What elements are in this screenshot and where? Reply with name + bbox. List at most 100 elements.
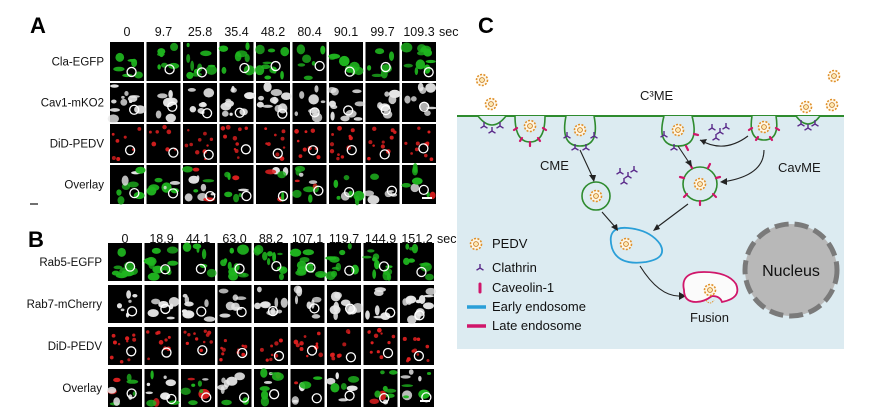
tracking-circle bbox=[382, 347, 394, 359]
micrograph-tile bbox=[400, 327, 434, 365]
micrograph-tile bbox=[144, 327, 179, 365]
micrograph-tile bbox=[289, 243, 327, 281]
micrograph-tile bbox=[402, 124, 436, 163]
tracking-circle bbox=[203, 149, 214, 160]
micrograph-tile bbox=[217, 369, 252, 407]
tracking-circle bbox=[306, 345, 318, 356]
tracking-circle bbox=[386, 185, 398, 196]
time-label: 144.9 bbox=[365, 232, 396, 246]
micrograph-tile bbox=[292, 83, 327, 123]
late-endosome bbox=[682, 271, 739, 304]
tracking-circle bbox=[277, 108, 288, 119]
micrograph-tile bbox=[402, 82, 438, 122]
time-label: 88.2 bbox=[259, 232, 283, 246]
micrograph-tile bbox=[110, 165, 146, 205]
micrograph-tile bbox=[146, 165, 181, 204]
cavme-pit bbox=[747, 115, 781, 142]
tracking-circle bbox=[268, 389, 280, 400]
tracking-circle bbox=[234, 107, 245, 118]
time-label: 0 bbox=[122, 232, 129, 246]
tracking-circle bbox=[413, 350, 425, 362]
micrograph-tile bbox=[254, 368, 288, 407]
micrograph-tile bbox=[108, 243, 142, 281]
micrograph-tile bbox=[290, 369, 325, 407]
legend-label-late-endosome: Late endosome bbox=[492, 318, 582, 333]
tracking-circle bbox=[236, 306, 247, 318]
tracking-circle bbox=[126, 66, 137, 78]
tracking-circle bbox=[418, 101, 430, 112]
micrograph-tile bbox=[107, 369, 142, 407]
row-label: Rab7-mCherry bbox=[27, 299, 103, 311]
cavme-label: CavME bbox=[778, 160, 821, 175]
tracking-circle bbox=[195, 263, 207, 275]
pedv-virion bbox=[825, 98, 839, 112]
tracking-circle bbox=[345, 352, 357, 363]
tracking-circle bbox=[267, 305, 279, 317]
caveolin-pit bbox=[512, 115, 548, 148]
pedv-virion bbox=[799, 100, 813, 114]
time-label: 99.7 bbox=[370, 25, 394, 39]
tracking-circle bbox=[201, 392, 212, 403]
tracking-circle bbox=[201, 108, 213, 119]
micrograph-tile bbox=[400, 243, 434, 281]
micrograph-tile bbox=[143, 243, 179, 281]
tracking-circle bbox=[344, 390, 355, 401]
micrograph-tile bbox=[219, 165, 254, 204]
panel-b-micrographs bbox=[107, 242, 437, 407]
micrograph-tile bbox=[110, 42, 144, 81]
tracking-circle bbox=[124, 145, 136, 156]
micrograph-tile bbox=[144, 369, 180, 407]
pedv-icon bbox=[469, 237, 483, 251]
micrograph-tile bbox=[217, 327, 252, 365]
time-unit-label: sec bbox=[437, 232, 456, 246]
time-label: 119.7 bbox=[329, 232, 359, 246]
fusion-label: Fusion bbox=[690, 310, 729, 325]
micrograph-tile bbox=[327, 327, 361, 365]
tracking-circle bbox=[309, 107, 320, 118]
row-label: Cla-EGFP bbox=[52, 57, 105, 69]
time-label: 44.1 bbox=[186, 232, 210, 246]
cme-arrow bbox=[579, 149, 594, 179]
micrograph-tile bbox=[363, 369, 398, 407]
tracking-circle bbox=[423, 67, 434, 78]
micrograph-tile bbox=[400, 285, 437, 325]
tracking-circle bbox=[205, 191, 216, 202]
time-unit-label: sec bbox=[439, 25, 458, 39]
tracking-circle bbox=[164, 64, 175, 75]
micrograph-tile bbox=[181, 327, 215, 365]
tracking-circle bbox=[240, 144, 252, 155]
tracking-circle bbox=[418, 143, 429, 154]
micrograph-tile bbox=[363, 165, 400, 205]
tracking-circle bbox=[277, 190, 289, 202]
micrograph-tile bbox=[146, 42, 181, 81]
micrograph-tile bbox=[146, 83, 181, 123]
micrograph-tile bbox=[327, 83, 366, 122]
tracking-circle bbox=[418, 184, 429, 195]
panel-a-letter: A bbox=[30, 13, 46, 38]
pedv-virion bbox=[475, 73, 489, 87]
tracking-circle bbox=[307, 145, 319, 156]
micrograph-tile bbox=[254, 285, 288, 323]
tracking-circle bbox=[385, 307, 396, 318]
row-label: Rab5-EGFP bbox=[39, 257, 102, 269]
tracking-circle bbox=[160, 264, 171, 275]
time-label: 109.3 bbox=[403, 25, 434, 39]
cavme-vesicle bbox=[678, 162, 722, 207]
row-label: DiD-PEDV bbox=[50, 139, 105, 151]
micrograph-tile bbox=[217, 243, 252, 281]
tracking-circle bbox=[343, 105, 354, 116]
tracking-circle bbox=[234, 263, 245, 274]
micrograph-tile bbox=[256, 124, 290, 163]
micrograph-tile bbox=[183, 83, 217, 122]
legend: PEDV Clathrin Caveolin-1 Early endosome … bbox=[467, 236, 586, 333]
micrograph-tile bbox=[219, 83, 256, 122]
micrograph-tile bbox=[110, 124, 144, 163]
tracking-circle bbox=[161, 347, 172, 358]
time-label: 80.4 bbox=[297, 25, 321, 39]
micrograph-tile bbox=[328, 42, 364, 81]
tracking-circle bbox=[239, 62, 250, 74]
tracking-circle bbox=[273, 350, 285, 362]
pedv-virion bbox=[484, 97, 498, 111]
micrograph-tile bbox=[327, 285, 364, 323]
